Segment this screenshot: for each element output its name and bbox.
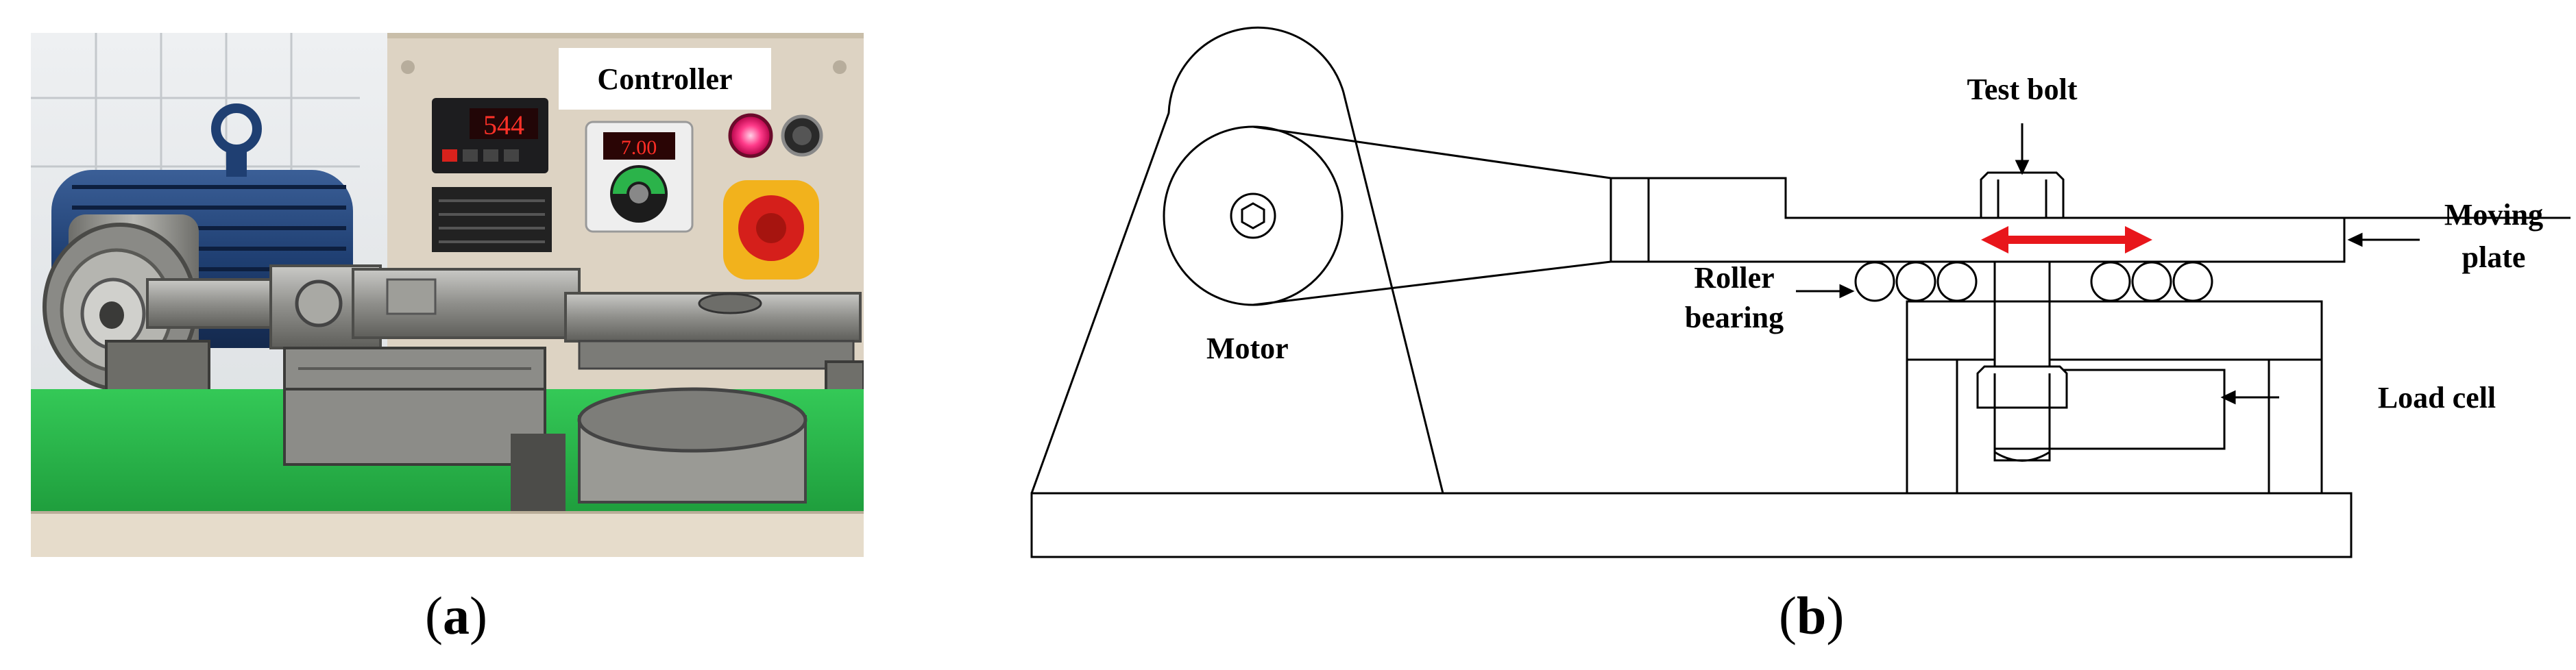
caption-b-close: ) xyxy=(1826,586,1845,645)
label-moving-plate-2: plate xyxy=(2462,240,2526,274)
label-roller-bearing-1: Roller xyxy=(1694,261,1774,295)
caption-b-letter: b xyxy=(1796,586,1827,645)
label-moving-plate-1: Moving xyxy=(2444,198,2543,232)
drive-keypad-display: 7.00 xyxy=(621,136,657,159)
roller-1 xyxy=(1854,261,1895,302)
meter-button-1[interactable] xyxy=(442,149,457,162)
bolt-shank xyxy=(1993,260,2051,462)
photo-panel: Controller 544 7.00 xyxy=(31,33,865,557)
controller-label: Controller xyxy=(597,62,732,96)
caption-b: (b) xyxy=(1779,589,1844,643)
panel-meter-display: 544 xyxy=(483,110,524,140)
roller-6 xyxy=(2172,261,2213,302)
meter-button-3[interactable] xyxy=(483,149,498,162)
test-rig-photo: Controller 544 7.00 xyxy=(31,33,865,557)
caption-b-open: ( xyxy=(1779,586,1797,645)
table-base xyxy=(31,512,864,557)
label-roller-bearing-2: bearing xyxy=(1685,301,1784,334)
label-load-cell: Load cell xyxy=(2378,381,2496,414)
arm-connector xyxy=(1609,177,1650,263)
base-plate xyxy=(1030,492,2353,558)
meter-button-2[interactable] xyxy=(463,149,478,162)
motor-frame xyxy=(1030,26,1444,494)
roller-2 xyxy=(1895,261,1936,302)
arm-top-edge xyxy=(1649,177,2576,219)
controller-label-sticker xyxy=(559,48,771,110)
roller-4 xyxy=(2090,261,2131,302)
hex-socket-icon xyxy=(1241,202,1265,229)
meter-button-4[interactable] xyxy=(504,149,519,162)
caption-a-letter: a xyxy=(442,586,470,645)
roller-5 xyxy=(2131,261,2172,302)
power-indicator-lamp xyxy=(728,113,773,158)
label-motor: Motor xyxy=(1206,332,1289,365)
caption-a-close: ) xyxy=(469,586,487,645)
pulley-bore xyxy=(1230,193,1276,239)
motion-arrow-icon xyxy=(1981,226,2152,253)
label-test-bolt: Test bolt xyxy=(1967,73,2078,106)
test-rig-schematic: Motor Test bolt Moving plate Roller bear… xyxy=(1030,26,2576,558)
bolt-head xyxy=(1980,171,2065,219)
caption-a-open: ( xyxy=(425,586,443,645)
bolt-nut xyxy=(1976,365,2068,409)
motor-pulley xyxy=(1163,125,1344,306)
caption-a: (a) xyxy=(425,589,487,643)
roller-3 xyxy=(1936,261,1978,302)
diagram-panel: Motor Test bolt Moving plate Roller bear… xyxy=(1021,14,2576,562)
